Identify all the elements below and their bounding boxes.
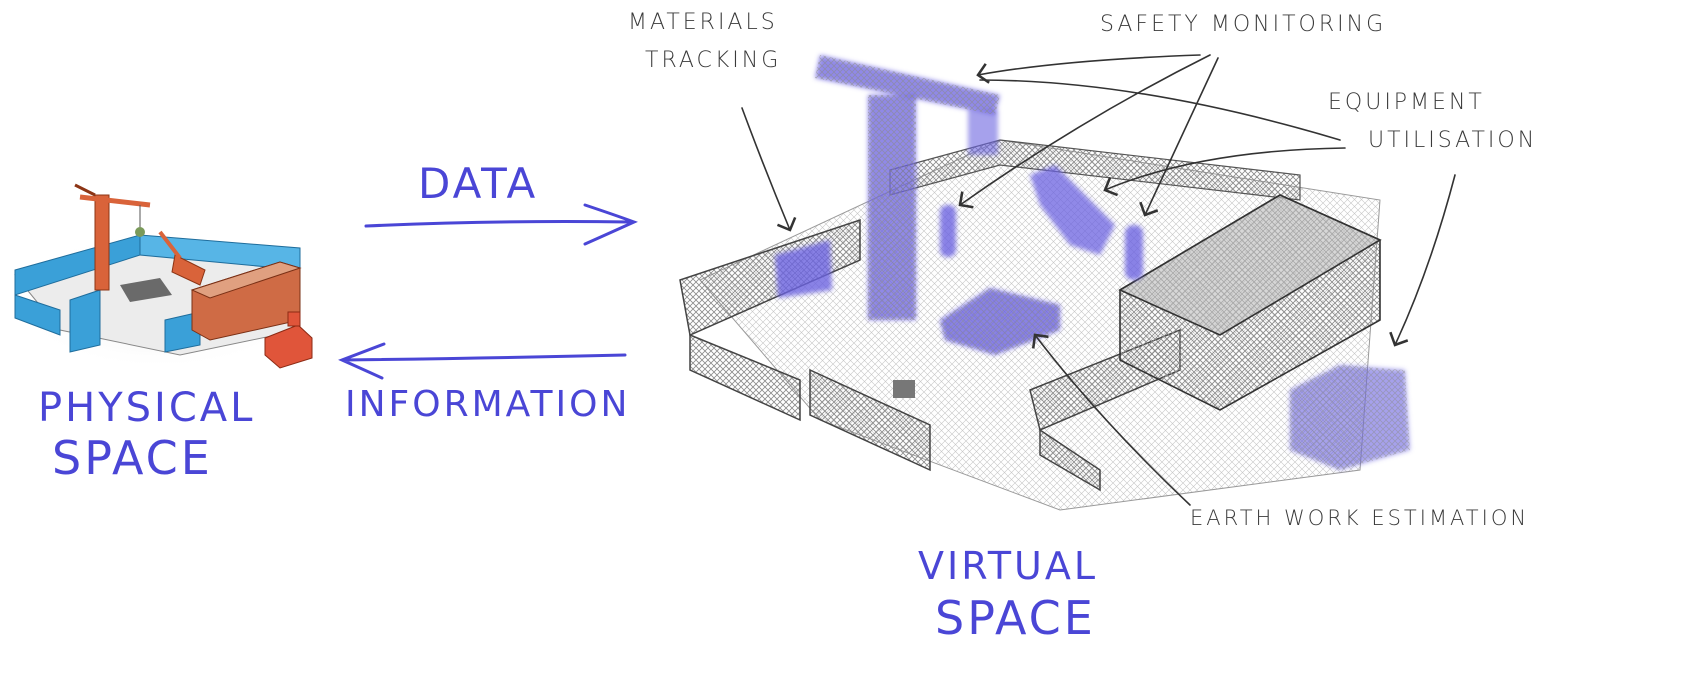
materials-tracking-label-line2: TRACKING (645, 48, 782, 73)
safety-monitoring-pointer-worker2 (1139, 57, 1219, 217)
equipment-utilisation-pointer-excavator (1103, 147, 1346, 197)
information-label: INFORMATION (345, 384, 631, 425)
virtual-site-illustration (679, 55, 1410, 511)
data-arrow (364, 203, 638, 246)
data-label: DATA (418, 159, 539, 208)
safety-monitoring-pointer-worker (958, 54, 1211, 209)
earthwork-estimation-label: EARTH WORK ESTIMATION (1190, 506, 1530, 530)
virtual-space-label-line2: SPACE (935, 591, 1096, 645)
earthwork-estimation-pointer (1031, 333, 1191, 506)
safety-monitoring-pointer-crane (976, 54, 1201, 84)
materials-tracking-label-line1: MATERIALS (628, 10, 778, 35)
equipment-utilisation-label-line2: UTILISATION (1368, 128, 1538, 153)
physical-site-illustration (10, 183, 313, 370)
information-arrow (338, 342, 627, 380)
virtual-space-label-line1: VIRTUAL (918, 544, 1099, 588)
equipment-utilisation-label-line1: EQUIPMENT (1328, 90, 1485, 115)
materials-tracking-pointer (741, 107, 797, 232)
equipment-utilisation-pointer-machine (1389, 174, 1456, 347)
equipment-utilisation-pointer-crane (979, 79, 1341, 141)
annotation-pointers (741, 54, 1456, 506)
safety-monitoring-label: SAFETY MONITORING (1100, 12, 1387, 37)
physical-space-label-line1: PHYSICAL (38, 385, 256, 431)
physical-space-label-line2: SPACE (52, 431, 213, 485)
